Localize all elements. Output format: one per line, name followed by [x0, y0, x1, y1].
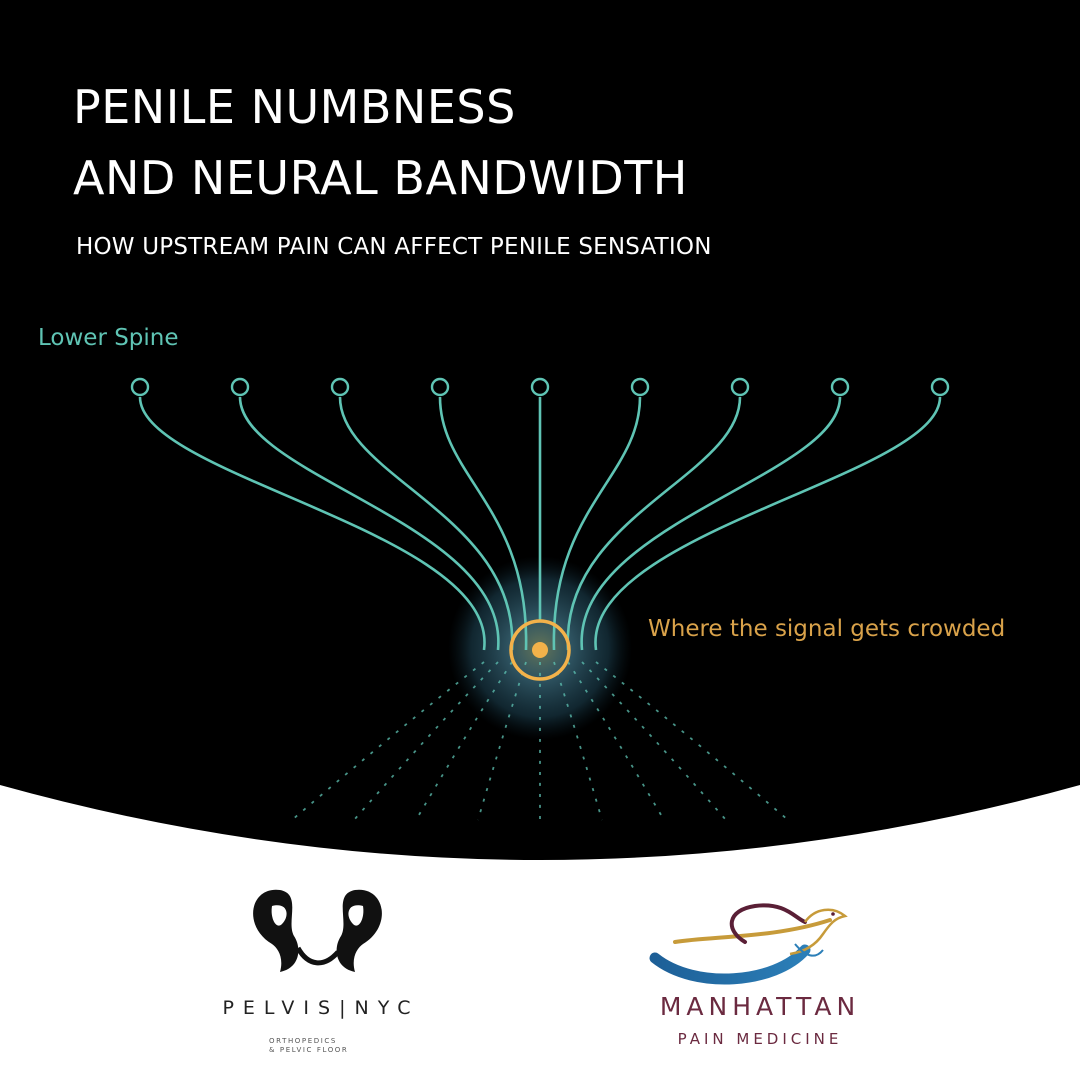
nerve-fibers — [130, 377, 950, 651]
manhattan-pain-medicine-logo-mark — [649, 903, 848, 985]
manhattan-pain-medicine-logo: MANHATTAN PAIN MEDICINE — [620, 895, 900, 1055]
page-subtitle: HOW UPSTREAM PAIN CAN AFFECT PENILE SENS… — [76, 234, 712, 260]
dashed-projection — [553, 661, 603, 821]
nerve-fiber — [438, 396, 528, 651]
pelvis-tagline-line-2: & PELVIC FLOOR — [269, 1046, 349, 1055]
spine-node — [830, 377, 850, 397]
hub-ring — [509, 619, 571, 681]
nerve-fiber — [566, 396, 742, 651]
nerve-fiber — [338, 396, 514, 651]
spine-node — [430, 377, 450, 397]
pelvis-tagline-line-1: ORTHOPEDICS — [269, 1037, 337, 1045]
spine-node — [130, 377, 150, 397]
spine-node — [730, 377, 750, 397]
nerve-fiber — [594, 396, 942, 651]
nerve-fiber — [138, 396, 486, 651]
mpm-wordmark: MANHATTAN — [659, 992, 861, 1021]
pelvis-nyc-logo: PELVIS|NYC ORTHOPEDICS & PELVIC FLOOR — [196, 885, 446, 1060]
nerve-fiber — [238, 396, 500, 651]
spine-node — [630, 377, 650, 397]
mpm-subtitle: PAIN MEDICINE — [677, 1030, 843, 1048]
hub-label: Where the signal gets crowded — [648, 616, 1006, 642]
spine-node — [530, 377, 550, 397]
title-line-2: AND NEURAL BANDWIDTH — [73, 151, 688, 205]
nerve-fiber — [552, 396, 642, 651]
dashed-projection — [581, 661, 727, 821]
pelvis-nyc-logo-mark — [253, 889, 382, 972]
pelvis-nyc-tagline: ORTHOPEDICS & PELVIC FLOOR — [269, 1037, 389, 1055]
title-line-1: PENILE NUMBNESS — [73, 80, 516, 134]
spine-node — [930, 377, 950, 397]
hub-dot — [532, 642, 548, 658]
spine-node — [330, 377, 350, 397]
page-title: PENILE NUMBNESS AND NEURAL BANDWIDTH — [73, 84, 688, 201]
pelvis-nyc-wordmark: PELVIS|NYC — [222, 997, 420, 1019]
lower-spine-label: Lower Spine — [38, 325, 179, 351]
dashed-projection — [353, 661, 499, 821]
nerve-fiber — [580, 396, 842, 651]
dashed-projections — [291, 661, 789, 821]
spine-node — [230, 377, 250, 397]
dashed-projection — [477, 661, 527, 821]
